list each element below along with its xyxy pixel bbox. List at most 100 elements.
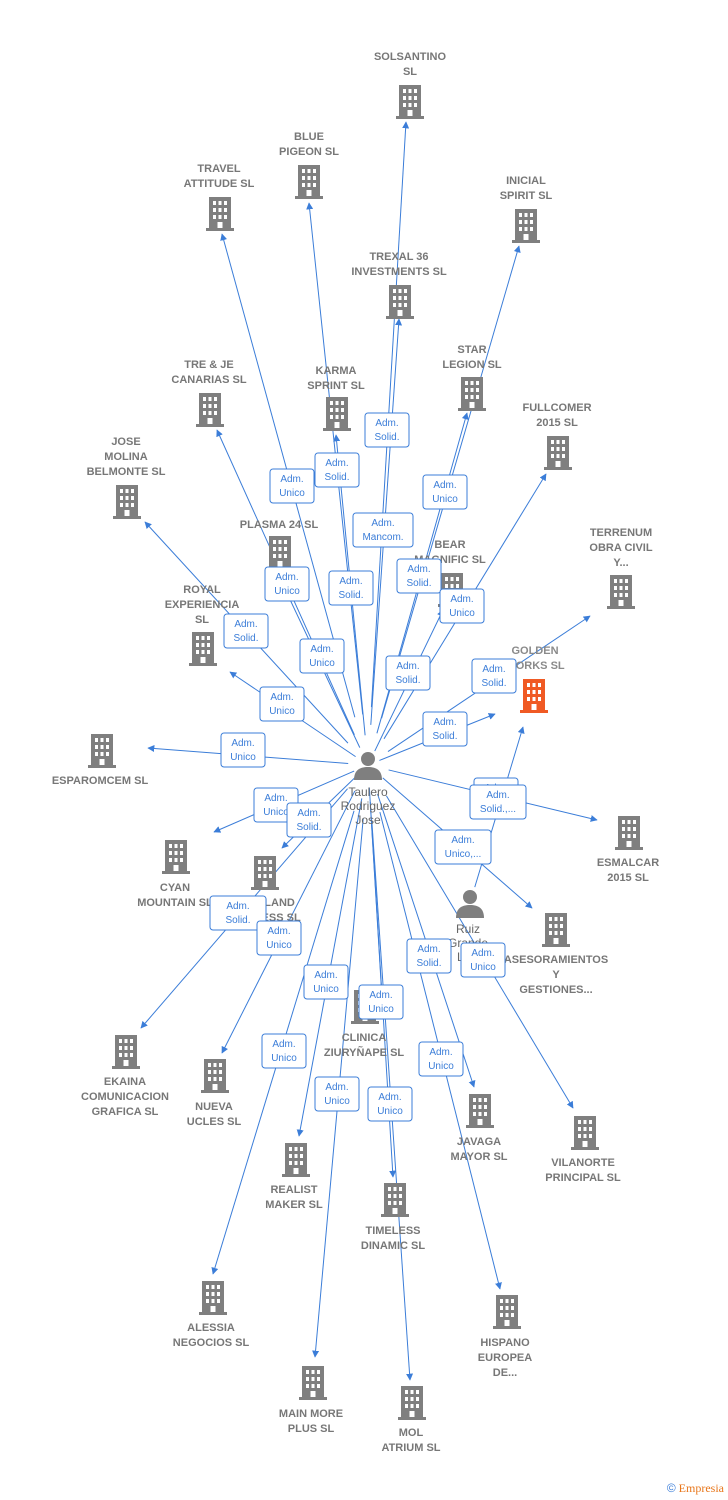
role-badge[interactable]: Adm.Unico	[418, 1041, 464, 1077]
role-badge-line: Solid.	[296, 822, 321, 833]
role-badge[interactable]: Adm.Unico	[439, 588, 485, 624]
role-badge-line: Solid.	[338, 590, 363, 601]
role-badge[interactable]: Adm.Solid.	[286, 802, 332, 838]
brand-logo[interactable]: Empresia	[678, 1481, 724, 1495]
role-badge[interactable]: Adm.Unico,...	[434, 829, 492, 865]
company-node-plasma[interactable]: PLASMA 24 SL	[240, 519, 319, 570]
role-badge-line: Unico	[279, 488, 305, 499]
role-badge[interactable]: Adm. Solid.	[328, 570, 374, 606]
building-icon	[189, 632, 217, 666]
role-badge[interactable]: Adm.Solid.	[385, 655, 431, 691]
copyright-symbol: ©	[666, 1481, 676, 1495]
company-label-line: BEAR	[434, 539, 465, 551]
company-label-line: SL	[403, 66, 417, 78]
role-badge[interactable]: Adm.Unico	[367, 1086, 413, 1122]
company-label-line: TREXAL 36	[369, 251, 428, 263]
role-badge[interactable]: Adm.Mancom.	[352, 512, 414, 548]
role-badge[interactable]: Adm.Unico	[314, 1076, 360, 1112]
company-label-line: BLUE	[294, 131, 324, 143]
role-badge[interactable]: Adm.Solid.,...	[469, 784, 527, 820]
role-badge-label: Adm.Solid.	[416, 944, 441, 969]
role-badge-line: Adm.	[270, 692, 293, 703]
company-node-esparomcem[interactable]: ESPAROMCEM SL	[52, 734, 149, 787]
role-badge[interactable]: Adm.Unico	[460, 942, 506, 978]
person-label-line: Jose	[355, 813, 381, 827]
role-badge[interactable]: Adm.Unico	[269, 468, 315, 504]
role-badge[interactable]: Adm.Solid.	[406, 938, 452, 974]
role-badge-box	[220, 732, 266, 768]
role-badge-line: Unico	[269, 706, 295, 717]
building-icon	[396, 85, 424, 119]
role-badge[interactable]: Adm.Unico	[422, 474, 468, 510]
copyright-footer: © Empresia	[667, 1481, 724, 1496]
building-icon	[295, 165, 323, 199]
company-label-line: SOLSANTINO	[374, 51, 447, 63]
role-badge-line: Adm.	[226, 901, 249, 912]
person-label-line: Ruiz	[456, 922, 480, 936]
role-badge-line: Adm.	[234, 619, 257, 630]
role-badge[interactable]: Adm.Solid.	[396, 558, 442, 594]
role-badge-box	[299, 638, 345, 674]
role-badge[interactable]: Adm.Solid.	[209, 895, 267, 931]
role-badge[interactable]: Adm.Solid.	[314, 452, 360, 488]
building-icon	[323, 397, 351, 431]
role-badge[interactable]: Adm.Unico	[264, 566, 310, 602]
company-label-line: ESPAROMCEM SL	[52, 775, 149, 787]
building-icon	[199, 1281, 227, 1315]
role-badge[interactable]: Adm.Solid.	[422, 711, 468, 747]
company-label-line: 2015 SL	[607, 872, 649, 884]
role-badge[interactable]: Adm.Unico	[220, 732, 266, 768]
company-label-line: JOSE	[111, 436, 140, 448]
role-badge[interactable]: Adm. Unico	[259, 686, 305, 722]
company-label-line: ALESSIA	[187, 1322, 235, 1334]
role-badge-box	[352, 512, 414, 548]
role-badge-box	[460, 942, 506, 978]
role-badge[interactable]: Adm.Solid.	[471, 658, 517, 694]
company-label: ESPAROMCEM SL	[52, 775, 149, 787]
role-badge[interactable]: Adm.Solid.	[223, 613, 269, 649]
role-badge[interactable]: Adm.Unico	[303, 964, 349, 1000]
role-badge-box	[385, 655, 431, 691]
role-badge[interactable]: Adm.Unico	[256, 920, 302, 956]
company-node-solsantino[interactable]: SOLSANTINO SL	[374, 51, 447, 119]
role-badge-line: Adm.	[339, 576, 362, 587]
role-badge[interactable]: Adm.Unico	[261, 1033, 307, 1069]
role-badge-label: Adm.Unico	[263, 793, 289, 818]
role-badge[interactable]: Adm.Solid.	[364, 412, 410, 448]
role-badge[interactable]: Adm.Unico	[299, 638, 345, 674]
role-badge[interactable]: Adm.Unico	[358, 984, 404, 1020]
